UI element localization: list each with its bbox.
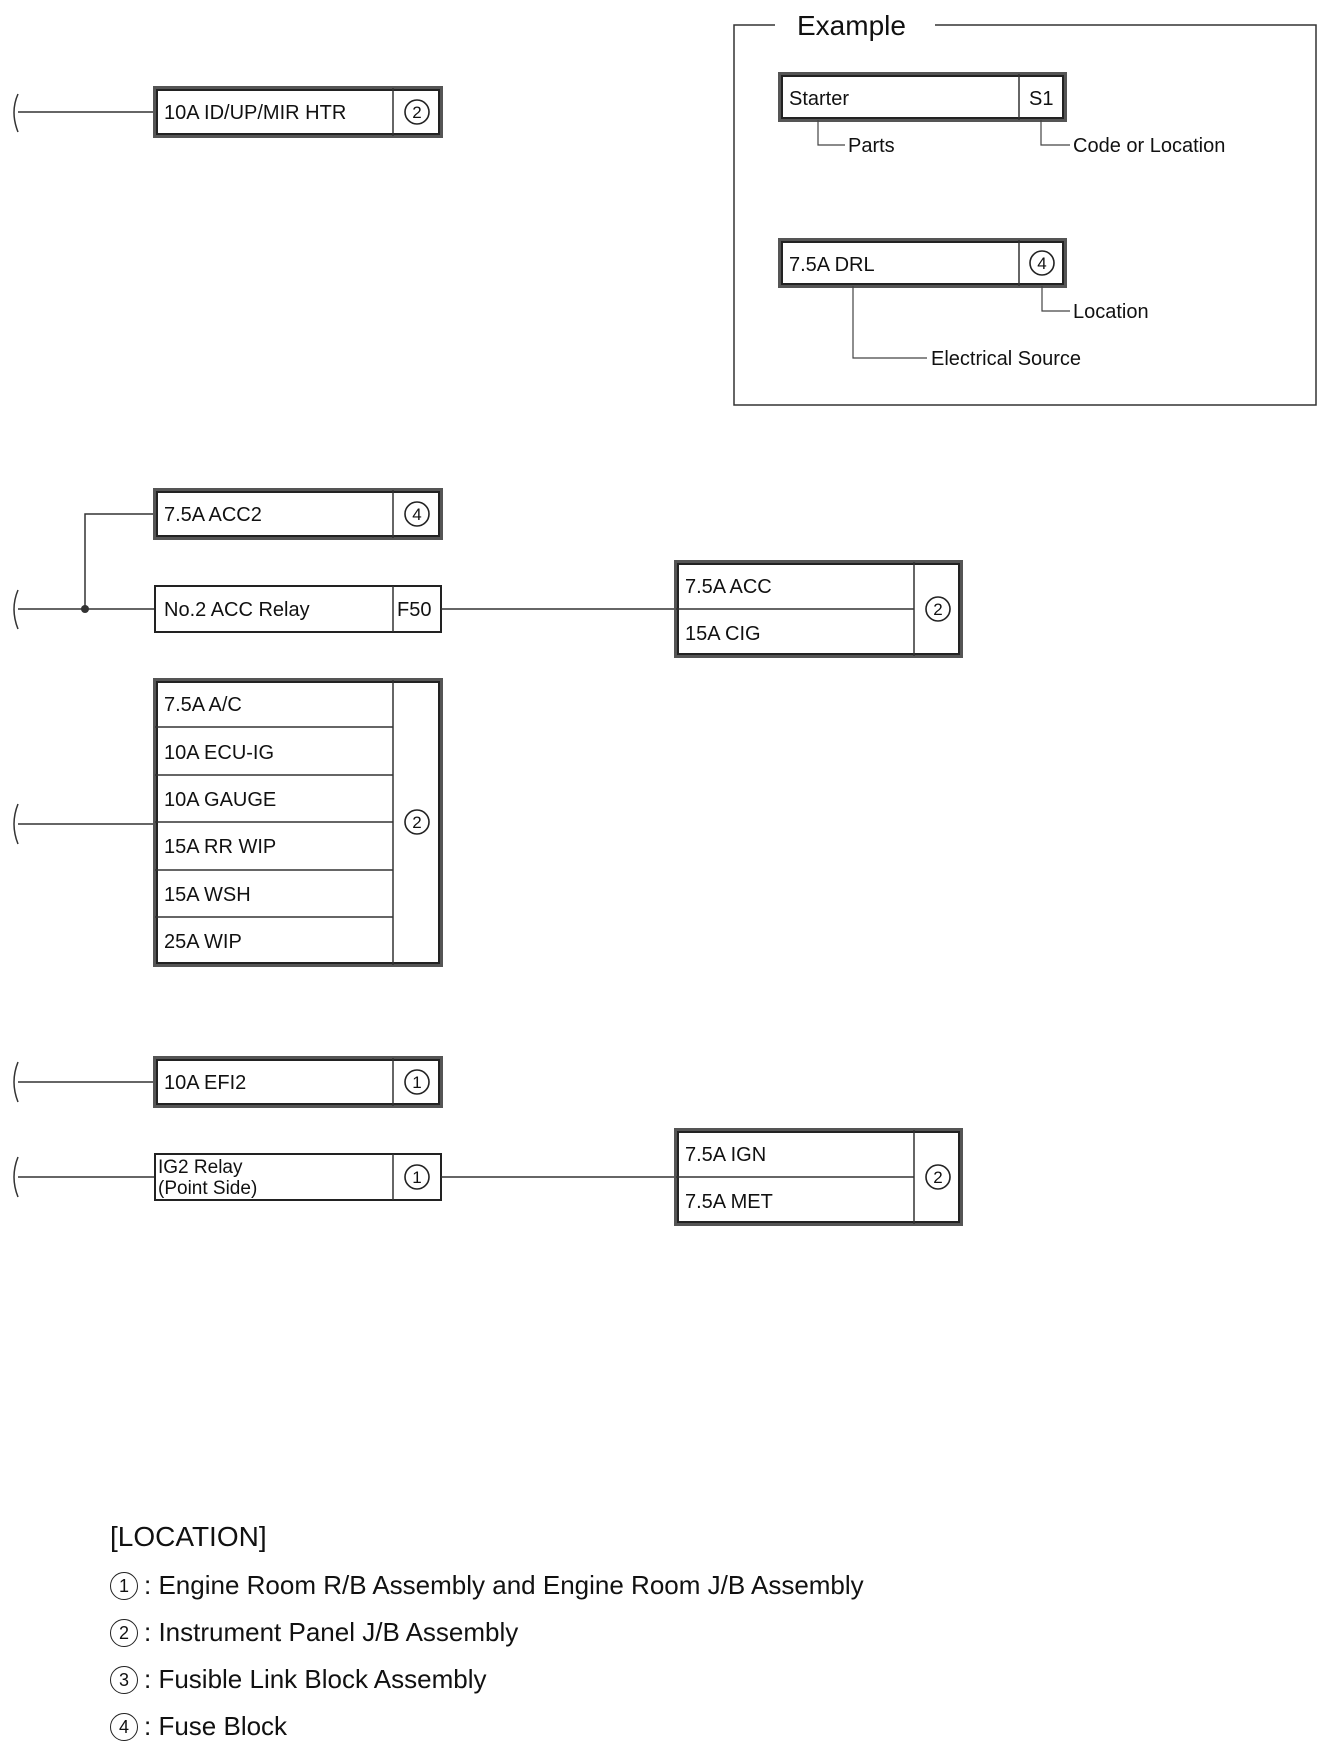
example-source-lead bbox=[852, 286, 927, 359]
fuse-label: 15A WSH bbox=[164, 884, 251, 906]
location-number: 2 bbox=[933, 600, 942, 619]
example-part-name: Starter bbox=[789, 88, 849, 110]
location-circle bbox=[404, 501, 430, 527]
example-part-code: S1 bbox=[1029, 88, 1053, 110]
example-fuse-name: 7.5A DRL bbox=[789, 254, 875, 276]
example-panel: Example Starter S1 Parts Code or Locatio… bbox=[733, 10, 1317, 406]
example-location-label: Location bbox=[1073, 301, 1149, 323]
location-circle bbox=[925, 1164, 951, 1190]
legend-text: : Fuse Block bbox=[144, 1711, 288, 1741]
fuse-label: 15A RR WIP bbox=[164, 836, 276, 858]
fuse-label: 7.5A ACC2 bbox=[164, 504, 262, 526]
acc2-branch-wire bbox=[84, 513, 155, 609]
legend-number: 2 bbox=[110, 1618, 138, 1647]
circuit-ig-group: 7.5A A/C 10A ECU-IG 10A GAUGE 15A RR WIP… bbox=[13, 678, 443, 967]
location-circle bbox=[404, 1069, 430, 1095]
fuse-frame bbox=[153, 488, 443, 540]
legend-number: 4 bbox=[110, 1712, 138, 1741]
fuse-frame bbox=[153, 86, 443, 138]
legend-text: : Fusible Link Block Assembly bbox=[144, 1664, 487, 1694]
location-number: 4 bbox=[412, 505, 421, 524]
location-number: 1 bbox=[412, 1073, 421, 1092]
wire-break-symbol bbox=[13, 93, 19, 133]
wire-break-symbol bbox=[13, 1156, 19, 1198]
junction-dot bbox=[81, 605, 89, 613]
fuse-label: 10A ECU-IG bbox=[164, 742, 274, 764]
location-number: 2 bbox=[412, 813, 421, 832]
location-circle bbox=[404, 809, 430, 835]
fuse-label-met: 7.5A MET bbox=[685, 1191, 773, 1213]
legend-text: : Engine Room R/B Assembly and Engine Ro… bbox=[144, 1570, 864, 1600]
example-title: Example bbox=[797, 10, 906, 41]
relay-label-line2: (Point Side) bbox=[158, 1178, 257, 1199]
example-fuse-location-circle bbox=[1029, 250, 1055, 276]
example-code-lead bbox=[1040, 120, 1070, 146]
fuse-box bbox=[156, 491, 440, 537]
circuit-id-up-mir-htr: 10A ID/UP/MIR HTR 2 bbox=[13, 86, 443, 138]
legend-title: [LOCATION] bbox=[110, 1521, 267, 1552]
example-fuse-box bbox=[781, 241, 1064, 285]
legend-item: 3 : Fusible Link Block Assembly bbox=[110, 1656, 1110, 1703]
example-frame bbox=[733, 24, 1317, 406]
relay-label-line1: IG2 Relay bbox=[158, 1157, 243, 1178]
location-circle bbox=[404, 1164, 430, 1190]
legend-item: 1 : Engine Room R/B Assembly and Engine … bbox=[110, 1562, 1110, 1609]
example-location-lead bbox=[1041, 286, 1070, 312]
fuse-frame bbox=[153, 1056, 443, 1108]
fuse-box bbox=[156, 1059, 440, 1105]
circuit-efi2: 10A EFI2 1 bbox=[13, 1056, 443, 1108]
example-fuse-frame bbox=[778, 238, 1067, 288]
wire-break-symbol bbox=[13, 1061, 19, 1103]
example-source-label: Electrical Source bbox=[931, 348, 1081, 370]
fuse-label-ign: 7.5A IGN bbox=[685, 1144, 766, 1166]
relay-label: No.2 ACC Relay bbox=[164, 599, 310, 621]
example-fuse-location: 4 bbox=[1037, 254, 1046, 273]
circuit-no2-acc-relay: No.2 ACC Relay F50 7.5A ACC 15A CIG 2 bbox=[13, 560, 963, 658]
location-number: 1 bbox=[412, 1168, 421, 1187]
example-parts-label: Parts bbox=[848, 135, 895, 157]
example-parts-lead bbox=[817, 120, 845, 146]
location-number: 2 bbox=[933, 1168, 942, 1187]
fuse-label: 7.5A A/C bbox=[164, 694, 242, 716]
location-number: 2 bbox=[412, 103, 421, 122]
example-code-label: Code or Location bbox=[1073, 135, 1225, 157]
example-part-box bbox=[781, 75, 1064, 119]
fuse-label: 10A ID/UP/MIR HTR bbox=[164, 102, 346, 124]
legend-item: 4 : Fuse Block bbox=[110, 1703, 1110, 1750]
legend-number: 1 bbox=[110, 1571, 138, 1600]
fuse-label: 10A EFI2 bbox=[164, 1072, 246, 1094]
circuit-acc2: 7.5A ACC2 4 bbox=[84, 488, 443, 609]
legend-text: : Instrument Panel J/B Assembly bbox=[144, 1617, 519, 1647]
wire-break-symbol bbox=[13, 589, 19, 630]
location-legend: [LOCATION] 1 : Engine Room R/B Assembly … bbox=[110, 1520, 1110, 1750]
relay-code: F50 bbox=[397, 599, 431, 621]
circuit-ig2-relay: IG2 Relay (Point Side) 1 7.5A IGN 7.5A M… bbox=[13, 1128, 963, 1226]
fuse-label: 25A WIP bbox=[164, 931, 242, 953]
fuse-label: 10A GAUGE bbox=[164, 789, 276, 811]
fuse-label-acc: 7.5A ACC bbox=[685, 576, 772, 598]
legend-item: 2 : Instrument Panel J/B Assembly bbox=[110, 1609, 1110, 1656]
wire-break-symbol bbox=[13, 803, 19, 845]
location-circle bbox=[404, 99, 430, 125]
fuse-box bbox=[156, 89, 440, 135]
fuse-label-cig: 15A CIG bbox=[685, 623, 761, 645]
legend-number: 3 bbox=[110, 1665, 138, 1694]
example-part-frame bbox=[778, 72, 1067, 122]
location-circle bbox=[925, 596, 951, 622]
